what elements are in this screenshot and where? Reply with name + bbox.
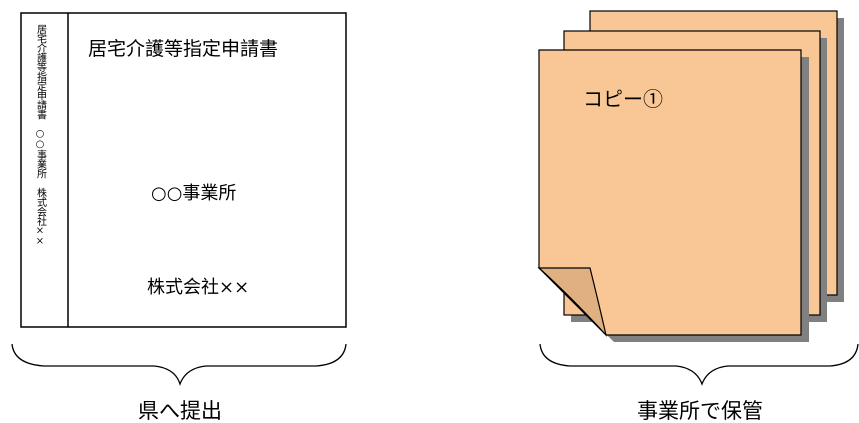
document-office-name: ○○事業所 [151,183,236,204]
document-outline [20,12,347,328]
storage-caption: 事業所で保管 [637,399,763,423]
document-title: 居宅介護等指定申請書 [88,38,278,60]
folded-corner-icon [537,267,608,338]
copy-label: コピー① [583,87,663,111]
submit-caption: 県へ提出 [138,399,222,423]
left-curly-brace [11,343,347,386]
document-spine-text: 居宅介護等指定申請書 ○○事業所 株式会社×× [35,24,47,247]
front-sheet [538,49,802,336]
application-document: 居宅介護等指定申請書 ○○事業所 株式会社×× 居宅介護等指定申請書 ○○事業所… [20,12,347,328]
copy-stack: コピー① [537,10,844,342]
right-curly-brace [539,343,859,386]
document-company-name: 株式会社×× [147,277,249,298]
